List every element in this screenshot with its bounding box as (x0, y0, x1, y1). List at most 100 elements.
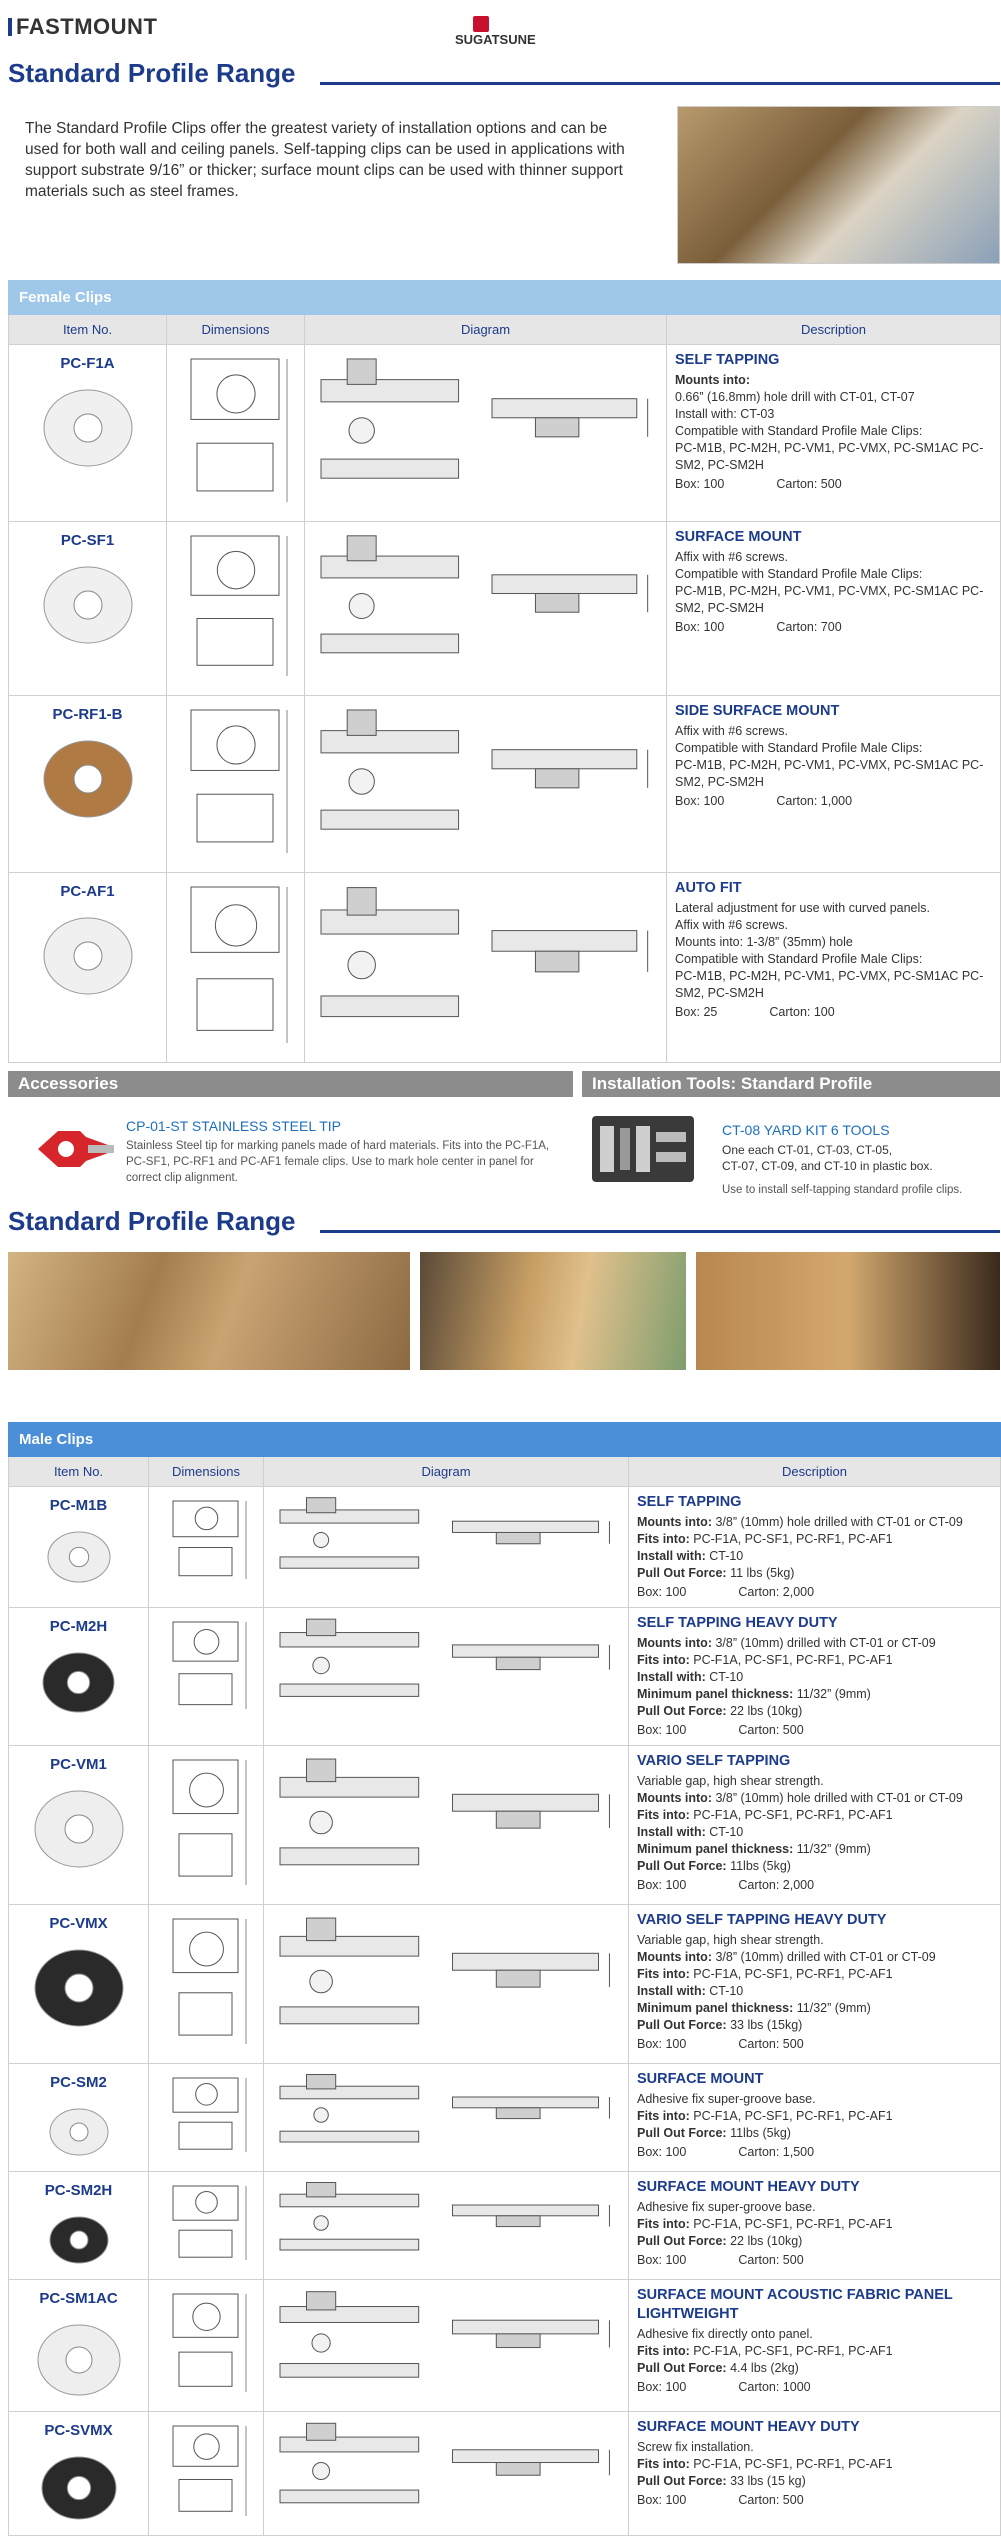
dimension-drawing (172, 1759, 247, 1885)
item-cell: PC-AF1 (8, 872, 167, 1063)
spec-value: CT-10 (705, 1825, 744, 1839)
spec-value: PC-F1A, PC-SF1, PC-RF1, PC-AF1 (689, 1967, 893, 1981)
stainless-tip-image (38, 1131, 114, 1167)
spec-line: Compatible with Standard Profile Male Cl… (675, 423, 992, 440)
spec-line: Minimum panel thickness: 11/32” (9mm) (637, 2000, 992, 2017)
spec-label: Pull Out Force: (637, 2126, 727, 2140)
diagram-cell (304, 344, 667, 522)
spec-line: Fits into: PC-F1A, PC-SF1, PC-RF1, PC-AF… (637, 2108, 992, 2125)
dimensions-cell (166, 344, 305, 522)
spec-value: 3/8” (10mm) hole drilled with CT-01 or C… (711, 1791, 963, 1805)
dimension-drawing (172, 2425, 247, 2516)
installation-diagram (279, 1917, 610, 2025)
diagram-cell (304, 521, 667, 696)
spec-line: Affix with #6 screws. (675, 917, 992, 934)
item-cell: PC-SM1AC (8, 2279, 149, 2412)
spec-value: 11 lbs (5kg) (726, 1566, 795, 1580)
spec-label: Fits into: (637, 2457, 690, 2471)
spec-value: Affix with #6 screws. (675, 550, 789, 564)
diagram-cell (263, 1745, 629, 1905)
spec-line: Affix with #6 screws. (675, 723, 992, 740)
box-qty: Box: 100 (675, 794, 725, 808)
carton-qty: Carton: 1,500 (738, 2145, 815, 2159)
dimensions-cell (148, 2063, 264, 2172)
item-cell: PC-RF1-B (8, 695, 167, 873)
dimensions-cell (148, 1745, 264, 1905)
box-qty: Box: 100 (637, 2380, 687, 2394)
spec-label: Pull Out Force: (637, 2361, 727, 2375)
item-cell: PC-M1B (8, 1486, 149, 1608)
col-item: Item No. (8, 1456, 149, 1487)
carton-qty: Carton: 2,000 (738, 1585, 815, 1599)
spec-line: Variable gap, high shear strength. (637, 1932, 992, 1949)
spec-label: Minimum panel thickness: (637, 1687, 794, 1701)
col-dims: Dimensions (148, 1456, 264, 1487)
installation-diagram (320, 887, 649, 1018)
product-type: SURFACE MOUNT HEAVY DUTY (637, 2179, 860, 2195)
spec-value: PC-F1A, PC-SF1, PC-RF1, PC-AF1 (689, 2109, 893, 2123)
spec-label: Install with: (637, 1825, 706, 1839)
product-type: SELF TAPPING (637, 1494, 742, 1510)
spec-label: Install with: (637, 1549, 706, 1563)
spec-value: 11/32” (9mm) (793, 1842, 871, 1856)
item-cell: PC-VMX (8, 1904, 149, 2064)
product-type: SURFACE MOUNT ACOUSTIC FABRIC PANEL LIGH… (637, 2287, 953, 2322)
spec-label: Mounts into: (637, 1950, 712, 1964)
installation-photos (8, 1252, 1000, 1370)
spec-line: Mounts into: 3/8” (10mm) drilled with CT… (637, 1635, 992, 1652)
spec-value: 22 lbs (10kg) (726, 1704, 803, 1718)
item-cell: PC-SM2H (8, 2171, 149, 2280)
packaging-line: Box: 100 Carton: 500 (637, 1722, 992, 1739)
spec-line: Fits into: PC-F1A, PC-SF1, PC-RF1, PC-AF… (637, 2216, 992, 2233)
header: FASTMOUNT SUGATSUNE (0, 0, 1001, 60)
spec-value: PC-M1B, PC-M2H, PC-VM1, PC-VMX, PC-SM1AC… (675, 441, 984, 472)
spec-label: Mounts into: (675, 373, 750, 387)
part-image (34, 1790, 123, 1868)
item-number: PC-RF1-B (52, 706, 123, 723)
tool-kit-image (592, 1116, 694, 1182)
spec-line: Pull Out Force: 4.4 lbs (2kg) (637, 2360, 992, 2377)
tool-text-1: One each CT-01, CT-03, CT-05, (722, 1143, 893, 1157)
box-qty: Box: 100 (675, 477, 725, 491)
spec-value: PC-M1B, PC-M2H, PC-VM1, PC-VMX, PC-SM1AC… (675, 758, 984, 789)
dimension-drawing (190, 535, 288, 676)
product-type: SIDE SURFACE MOUNT (675, 703, 840, 719)
spec-value: PC-F1A, PC-SF1, PC-RF1, PC-AF1 (689, 2457, 893, 2471)
spec-line: Compatible with Standard Profile Male Cl… (675, 566, 992, 583)
item-number: PC-F1A (60, 355, 115, 372)
carton-qty: Carton: 500 (738, 1723, 804, 1737)
spec-value: Adhesive fix super-groove base. (637, 2200, 816, 2214)
spec-value: Variable gap, high shear strength. (637, 1933, 824, 1947)
carton-qty: Carton: 1,000 (776, 794, 853, 808)
installation-diagram (279, 2422, 610, 2504)
spec-value: Adhesive fix super-groove base. (637, 2092, 816, 2106)
spec-value: 0.66” (16.8mm) hole drill with CT-01, CT… (675, 390, 915, 404)
installation-diagram (279, 2291, 610, 2378)
part-image (41, 2456, 116, 2520)
spec-value: 3/8” (10mm) drilled with CT-01 or CT-09 (711, 1636, 936, 1650)
spec-line: Install with: CT-03 (675, 406, 992, 423)
brand-mark-icon (8, 18, 12, 36)
dimensions-cell (148, 2279, 264, 2412)
installation-diagram (279, 1497, 610, 1569)
box-qty: Box: 100 (637, 1723, 687, 1737)
product-type: SURFACE MOUNT HEAVY DUTY (637, 2419, 860, 2435)
accessories-bar: Accessories (8, 1071, 573, 1097)
spec-line: PC-M1B, PC-M2H, PC-VM1, PC-VMX, PC-SM1AC… (675, 583, 992, 617)
spec-value: 3/8” (10mm) drilled with CT-01 or CT-09 (711, 1950, 936, 1964)
table-row: PC-SM2H SURFACE MOUNT HEAVY DUTY Adhesive … (8, 2171, 1001, 2280)
spec-line: Minimum panel thickness: 11/32” (9mm) (637, 1841, 992, 1858)
part-image (34, 1949, 123, 2027)
dimensions-cell (166, 695, 305, 873)
spec-value: 11/32” (9mm) (793, 1687, 871, 1701)
part-image (43, 740, 132, 818)
box-qty: Box: 100 (637, 1878, 687, 1892)
